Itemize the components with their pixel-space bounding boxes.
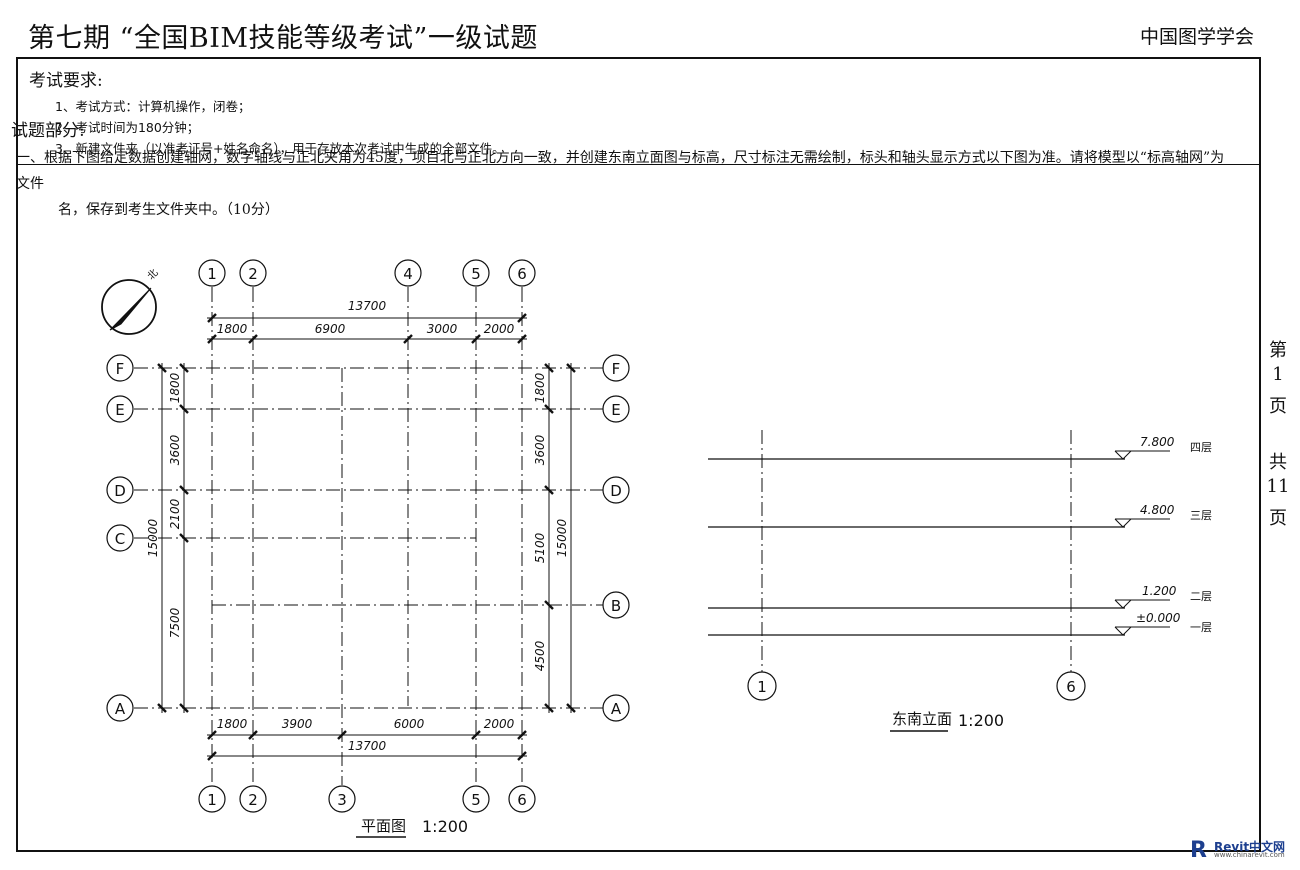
dim-bottom-total: 13700 bbox=[348, 739, 387, 753]
level-name: 二层 bbox=[1190, 590, 1212, 603]
page-number-char: 页 bbox=[1269, 508, 1287, 529]
dim-right-total: 15000 bbox=[555, 519, 569, 558]
watermark-logo: R Revit中文网 www.chinarevit.com bbox=[1188, 836, 1298, 864]
axis-label-right: E bbox=[611, 401, 620, 419]
page-title: 第七期 “全国BIM技能等级考试”一级试题 bbox=[28, 23, 538, 54]
requirement-item: 1、考试方式：计算机操作，闭卷； bbox=[55, 99, 251, 114]
dim-top-total: 13700 bbox=[348, 299, 387, 313]
dim-right: 4500 bbox=[533, 640, 547, 671]
elev-axis-label: 1 bbox=[757, 678, 767, 696]
axis-label-right: B bbox=[611, 597, 621, 615]
plan-caption-group: 平面图 1:200 bbox=[356, 817, 468, 838]
level-value: 7.800 bbox=[1140, 435, 1175, 449]
plan-dimension-labels: 13700 1800 6900 3000 2000 1800 3900 6000… bbox=[146, 299, 569, 753]
axis-label-left: A bbox=[115, 700, 126, 718]
axis-label-left: C bbox=[115, 530, 125, 548]
axis-label-bottom: 1 bbox=[207, 791, 217, 809]
axis-label-bottom: 6 bbox=[517, 791, 527, 809]
plan-caption: 平面图 bbox=[361, 817, 406, 835]
dim-top: 3000 bbox=[427, 322, 458, 336]
dim-left: 3600 bbox=[168, 434, 182, 465]
axis-label-right: D bbox=[610, 482, 622, 500]
axis-label-bottom: 3 bbox=[337, 791, 347, 809]
level-name: 四层 bbox=[1190, 441, 1212, 454]
question-text: 一、根据下图给定数据创建轴网，数字轴线与正北夹角为45度，项目北与正北方向一致，… bbox=[16, 145, 1231, 223]
dim-right: 5100 bbox=[533, 532, 547, 563]
level-value: 4.800 bbox=[1140, 503, 1175, 517]
requirements-title: 考试要求: bbox=[29, 71, 103, 91]
north-label: 北 bbox=[145, 267, 161, 283]
watermark-url: www.chinarevit.com bbox=[1214, 851, 1285, 859]
elev-axis-label: 6 bbox=[1066, 678, 1076, 696]
requirement-item: 3、新建文件夹（以准考证号+姓名命名），用于存放本次考试中生成的全部文件。 bbox=[55, 141, 505, 156]
dim-bottom: 1800 bbox=[217, 717, 248, 731]
dim-top: 1800 bbox=[217, 322, 248, 336]
axis-label-top: 6 bbox=[517, 265, 527, 283]
requirement-item: 2、考试时间为180分钟； bbox=[55, 120, 200, 135]
plan-scale: 1:200 bbox=[422, 817, 468, 836]
page-number-char: 第 bbox=[1269, 340, 1287, 361]
axis-label-top: 5 bbox=[471, 265, 481, 283]
axis-label-top: 1 bbox=[207, 265, 217, 283]
dim-left: 2100 bbox=[168, 498, 182, 529]
section-divider bbox=[18, 164, 1259, 165]
exam-frame: 考试要求: 1、考试方式：计算机操作，闭卷； 2、考试时间为180分钟； 3、新… bbox=[16, 57, 1261, 852]
dim-bottom: 2000 bbox=[484, 717, 515, 731]
plan-top-dimensions bbox=[207, 313, 527, 344]
level-value: 1.200 bbox=[1142, 584, 1177, 598]
watermark-brand: Revit中文网 bbox=[1214, 840, 1286, 854]
revit-logo-icon: R bbox=[1190, 838, 1207, 863]
page-number-char: 页 bbox=[1269, 396, 1287, 417]
level-name: 一层 bbox=[1190, 621, 1212, 634]
plan-axis-labels: 1 2 4 5 6 1 2 3 5 6 F E D C A F E D B A bbox=[114, 265, 622, 809]
axis-label-top: 4 bbox=[403, 265, 413, 283]
plan-bottom-dimensions bbox=[207, 730, 527, 761]
dim-bottom: 3900 bbox=[282, 717, 313, 731]
axis-label-top: 2 bbox=[248, 265, 258, 283]
elevation-caption: 东南立面 bbox=[892, 710, 952, 728]
dim-right: 1800 bbox=[533, 372, 547, 403]
north-arrow bbox=[101, 279, 157, 335]
elevation-labels: 1 6 7.800 四层 4.800 三层 1.200 二层 ±0.000 一层… bbox=[757, 435, 1212, 732]
question-line-1: 一、根据下图给定数据创建轴网，数字轴线与正北夹角为45度，项目北与正北方向一致，… bbox=[16, 150, 1225, 192]
elevation-view bbox=[708, 430, 1170, 701]
axis-label-left: D bbox=[114, 482, 126, 500]
dim-top: 6900 bbox=[315, 322, 346, 336]
page-number-char: 共 bbox=[1269, 452, 1287, 473]
axis-label-left: E bbox=[115, 401, 124, 419]
plan-right-dimensions bbox=[544, 363, 576, 713]
page-number-char: 11 bbox=[1266, 476, 1290, 497]
question-line-2: 名，保存到考生文件夹中。（10分） bbox=[58, 202, 279, 218]
dim-left: 1800 bbox=[168, 372, 182, 403]
question-section-title: 试题部分: bbox=[11, 121, 85, 141]
axis-label-right: A bbox=[611, 700, 622, 718]
dim-bottom: 6000 bbox=[394, 717, 425, 731]
axis-label-bottom: 2 bbox=[248, 791, 258, 809]
dim-right: 3600 bbox=[533, 434, 547, 465]
plan-view: 北 bbox=[101, 259, 630, 813]
axis-label-left: F bbox=[116, 360, 125, 378]
dim-left-total: 15000 bbox=[146, 519, 160, 558]
level-name: 三层 bbox=[1190, 509, 1212, 522]
plan-grid-vertical bbox=[211, 288, 523, 785]
plan-grid-horizontal bbox=[134, 367, 603, 709]
elevation-scale: 1:200 bbox=[958, 711, 1004, 730]
axis-label-right: F bbox=[612, 360, 621, 378]
bottom-axis-bubbles bbox=[198, 785, 536, 813]
left-axis-bubbles bbox=[106, 354, 134, 722]
right-axis-bubbles bbox=[602, 354, 630, 722]
top-axis-bubbles bbox=[198, 259, 536, 287]
dim-top: 2000 bbox=[484, 322, 515, 336]
dim-left: 7500 bbox=[168, 607, 182, 638]
axis-label-bottom: 5 bbox=[471, 791, 481, 809]
page-number-char: 1 bbox=[1272, 364, 1284, 385]
plan-left-dimensions bbox=[157, 363, 189, 713]
level-value: ±0.000 bbox=[1136, 611, 1181, 625]
organization-name: 中国图学学会 bbox=[1139, 26, 1254, 48]
